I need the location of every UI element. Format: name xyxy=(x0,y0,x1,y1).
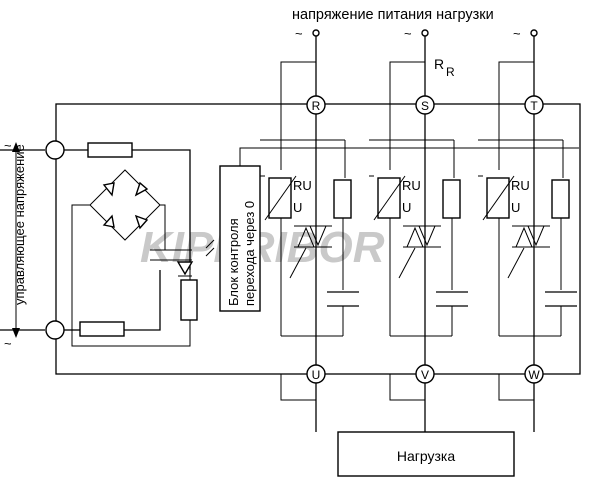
zero-cross-block xyxy=(219,165,261,312)
zero-cross-label-1: Блок контроля xyxy=(226,218,241,306)
gate-bus xyxy=(239,147,579,168)
terminal-s-label: S xyxy=(421,99,429,113)
ac-symbol-phase3: ~ xyxy=(513,26,521,41)
phase-channel-2: RU U xyxy=(369,114,468,365)
terminal-w-label: W xyxy=(528,368,540,382)
control-terminal-minus xyxy=(45,320,65,340)
supply-terminal-1 xyxy=(312,29,320,37)
watermark-text: KIPPRIBOR xyxy=(140,223,385,272)
terminal-v-label: V xyxy=(421,368,429,382)
supply-lines: ~ ~ ~ R R xyxy=(280,26,538,140)
input-resistor-bottom xyxy=(79,321,125,337)
optocoupler-led xyxy=(150,239,215,321)
varistor-1-u: U xyxy=(293,200,302,215)
zero-cross-label-2: перехода через 0 xyxy=(242,201,257,306)
load-wiring xyxy=(280,374,535,432)
snubber-resistor-3 xyxy=(551,179,570,219)
terminal-t-label: T xyxy=(530,99,538,113)
diode-bridge xyxy=(89,169,161,241)
phase-channel-3: RU U xyxy=(478,114,577,365)
control-ac-symbol-top: ~ xyxy=(4,138,12,153)
snubber-resistor-1 xyxy=(333,179,352,219)
supply-terminal-3 xyxy=(530,29,538,37)
terminal-r-label: R xyxy=(312,99,321,113)
varistor-1-ru: RU xyxy=(293,178,312,193)
phase-channel-1: RU U xyxy=(260,114,359,365)
control-ac-symbol-bottom: ~ xyxy=(4,336,12,351)
varistor-2-u: U xyxy=(402,200,411,215)
control-input-section: управляющее напряжение ~ ~ xyxy=(0,138,215,351)
snubber-resistor-2 xyxy=(442,179,461,219)
terminal-u-label: U xyxy=(312,368,321,382)
led-resistor xyxy=(180,279,198,321)
phase-input-terminals: R S T xyxy=(306,95,544,115)
varistor-3-u: U xyxy=(511,200,520,215)
ac-symbol-phase1: ~ xyxy=(295,26,303,41)
supply-voltage-title: напряжение питания нагрузки xyxy=(292,7,494,23)
varistor-2-ru: RU xyxy=(402,178,421,193)
resistor-rr-label: R xyxy=(434,56,444,72)
control-terminal-plus xyxy=(45,140,65,160)
load-label: Нагрузка xyxy=(397,448,455,464)
input-resistor-top xyxy=(87,142,133,158)
load-box xyxy=(337,431,515,477)
ac-symbol-phase2: ~ xyxy=(404,26,412,41)
varistor-3-ru: RU xyxy=(511,178,530,193)
control-voltage-label: управляющее напряжение xyxy=(12,144,27,305)
supply-terminal-2 xyxy=(421,29,429,37)
resistor-rr-subscript: R xyxy=(446,65,455,79)
